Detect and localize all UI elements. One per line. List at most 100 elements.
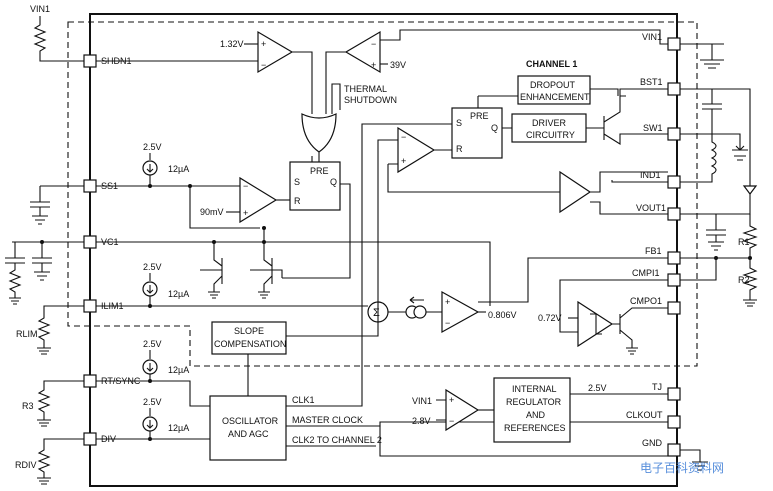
div-ref-25v: 2.5V bbox=[143, 397, 162, 407]
pin-label-vin1: VIN1 bbox=[642, 32, 662, 42]
pin-gnd bbox=[667, 443, 681, 457]
svg-text:S: S bbox=[456, 118, 462, 128]
pin-fb1 bbox=[667, 251, 681, 265]
svg-text:−: − bbox=[449, 416, 454, 426]
rlim-resistor bbox=[37, 305, 84, 355]
pin-clkout bbox=[667, 415, 681, 429]
dropout-block bbox=[517, 75, 591, 105]
ss-capacitor bbox=[30, 185, 84, 225]
rdiv-resistor bbox=[37, 438, 84, 485]
inductor bbox=[680, 134, 717, 183]
svg-text:+: + bbox=[243, 208, 248, 218]
or-gate bbox=[301, 113, 337, 153]
pin-label-gnd: GND bbox=[642, 438, 663, 448]
svg-text:+: + bbox=[449, 395, 454, 405]
pwm-comparator bbox=[397, 126, 436, 174]
vc-clamp-transistor-2 bbox=[250, 242, 283, 292]
slope-compensation-block bbox=[211, 321, 287, 355]
vc-rc-network bbox=[5, 241, 84, 305]
svg-text:SLOPE: SLOPE bbox=[234, 326, 264, 336]
pin-label-clkout: CLKOUT bbox=[626, 410, 663, 420]
boost-network bbox=[680, 88, 751, 186]
pin-shdn1 bbox=[83, 54, 97, 68]
r2-resistor bbox=[742, 258, 758, 307]
pin-div bbox=[83, 432, 97, 446]
pin-cmpi1 bbox=[667, 273, 681, 287]
rt-wire bbox=[96, 380, 210, 407]
pin-vc1 bbox=[83, 235, 97, 249]
watermark-text: 电子百科资料网 bbox=[640, 461, 724, 475]
pin-label-ind1: IND1 bbox=[640, 170, 661, 180]
thermal-label-1: THERMAL bbox=[344, 84, 387, 94]
left-pins bbox=[83, 54, 97, 446]
comparator-39v bbox=[344, 30, 381, 74]
output-capacitor bbox=[706, 214, 726, 251]
uvlo-comparator bbox=[445, 388, 480, 432]
ss-current: 12µA bbox=[168, 164, 189, 174]
svg-text:−: − bbox=[445, 318, 450, 328]
comparator-cmpi bbox=[577, 300, 614, 348]
svg-text:R: R bbox=[294, 196, 301, 206]
error-amp bbox=[441, 290, 480, 334]
svg-text:AND AGC: AND AGC bbox=[228, 429, 269, 439]
div-current: 12µA bbox=[168, 423, 189, 433]
ref-39v: 39V bbox=[390, 60, 406, 70]
svg-text:Q: Q bbox=[330, 177, 337, 187]
current-sense bbox=[413, 305, 427, 319]
svg-text:Q: Q bbox=[491, 123, 498, 133]
pin-label-vout1: VOUT1 bbox=[636, 203, 666, 213]
shdn-resistor bbox=[33, 16, 84, 62]
pin-sw1 bbox=[667, 127, 681, 141]
svg-text:PRE: PRE bbox=[470, 111, 489, 121]
svg-text:PRE: PRE bbox=[310, 166, 329, 176]
signal-master-clock: MASTER CLOCK bbox=[292, 415, 363, 425]
svg-text:DROPOUT: DROPOUT bbox=[530, 80, 576, 90]
channel-label: CHANNEL 1 bbox=[526, 59, 577, 69]
svg-text:+: + bbox=[445, 297, 450, 307]
vc-capacitor bbox=[32, 242, 52, 281]
ext-label-rlim: RLIM bbox=[16, 329, 38, 339]
pin-bst1 bbox=[667, 82, 681, 96]
pin-label-tj: TJ bbox=[652, 382, 662, 392]
comparator-132v bbox=[257, 30, 294, 74]
svg-text:−: − bbox=[371, 39, 376, 49]
signal-clk2: CLK2 TO CHANNEL 2 bbox=[292, 435, 382, 445]
svg-text:REGULATOR: REGULATOR bbox=[506, 397, 562, 407]
vin-cap bbox=[680, 43, 724, 69]
rt-ref-25v: 2.5V bbox=[143, 339, 162, 349]
pwm-latch bbox=[451, 107, 503, 159]
ilim-ref-25v: 2.5V bbox=[143, 262, 162, 272]
svg-text:−: − bbox=[261, 60, 266, 70]
signal-clk1: CLK1 bbox=[292, 395, 315, 405]
svg-text:+: + bbox=[401, 156, 406, 166]
r3-resistor bbox=[37, 380, 84, 427]
right-pins bbox=[667, 37, 681, 457]
svg-text:CIRCUITRY: CIRCUITRY bbox=[526, 130, 575, 140]
svg-text:S: S bbox=[294, 177, 300, 187]
svg-text:AND: AND bbox=[526, 410, 546, 420]
r1-resistor bbox=[742, 214, 758, 258]
svg-text:+: + bbox=[261, 39, 266, 49]
ext-label-r3: R3 bbox=[22, 401, 34, 411]
pin-rt-sync bbox=[83, 374, 97, 388]
comparator-90mv bbox=[239, 176, 278, 224]
svg-text:REFERENCES: REFERENCES bbox=[504, 423, 566, 433]
ext-label-r1: R1 bbox=[738, 237, 750, 247]
ext-label-vin1: VIN1 bbox=[30, 4, 50, 14]
svg-text:INTERNAL: INTERNAL bbox=[512, 384, 557, 394]
output-diode bbox=[742, 185, 758, 195]
channel1-region bbox=[67, 21, 698, 367]
pin-vout1 bbox=[667, 207, 681, 221]
ss-ref-25v: 2.5V bbox=[143, 142, 162, 152]
rt-current: 12µA bbox=[168, 365, 189, 375]
current-sense-amp bbox=[559, 170, 592, 214]
pin-label-fb1: FB1 bbox=[645, 246, 662, 256]
reg-ref-28v: 2.8V bbox=[412, 416, 431, 426]
ref-0806v: 0.806V bbox=[488, 310, 517, 320]
pin-cmpo1 bbox=[667, 301, 681, 315]
gnd-symbol bbox=[680, 449, 708, 471]
svg-text:ENHANCEMENT: ENHANCEMENT bbox=[520, 92, 590, 102]
vc-wire bbox=[96, 241, 491, 306]
